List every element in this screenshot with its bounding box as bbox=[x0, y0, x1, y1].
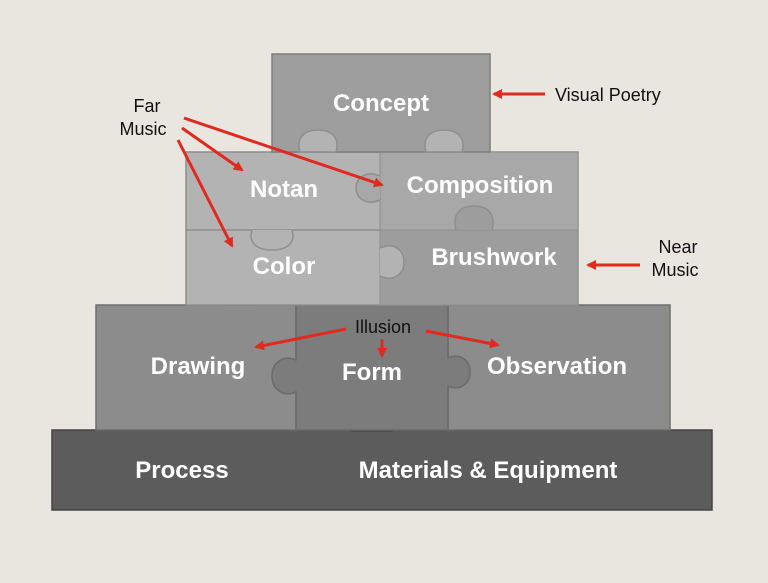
middle-tier: Drawing Form Observation bbox=[95, 283, 671, 431]
near-music-label-line1: Near bbox=[658, 237, 697, 257]
drawing-label: Drawing bbox=[151, 353, 246, 380]
color-label: Color bbox=[253, 253, 316, 280]
far-music-arrow-composition bbox=[183, 116, 384, 188]
annotations: Visual Poetry Far Music Near Music Illus… bbox=[119, 85, 699, 358]
color-brushwork-knob bbox=[379, 245, 405, 279]
brushwork-piece bbox=[379, 229, 579, 306]
concept-label: Concept bbox=[333, 90, 429, 117]
concept-knob-right bbox=[424, 129, 464, 153]
drawing-piece bbox=[95, 304, 297, 431]
brushwork-label: Brushwork bbox=[431, 244, 557, 271]
illusion-arrow-observation bbox=[425, 329, 500, 349]
far-music-label-line2: Music bbox=[119, 119, 166, 139]
top-tier: Concept bbox=[271, 53, 491, 153]
far-music-label-line1: Far bbox=[134, 96, 161, 116]
notan-color-knob bbox=[250, 229, 294, 251]
composition-label: Composition bbox=[407, 172, 554, 199]
far-music-arrow-color bbox=[176, 139, 234, 248]
visual-poetry-label: Visual Poetry bbox=[555, 85, 661, 105]
observation-label: Observation bbox=[487, 353, 627, 380]
far-music-arrow-notan bbox=[181, 126, 244, 172]
form-piece bbox=[271, 304, 471, 431]
base-block bbox=[51, 429, 713, 511]
form-label: Form bbox=[342, 359, 402, 386]
upper-tier: Notan Composition Color Brushwork bbox=[185, 151, 579, 306]
illusion-label: Illusion bbox=[355, 317, 411, 337]
composition-brushwork-knob bbox=[454, 205, 494, 231]
illusion-arrow-drawing bbox=[254, 327, 347, 351]
materials-label: Materials & Equipment bbox=[359, 457, 618, 484]
notan-label: Notan bbox=[250, 176, 318, 203]
concept-knob-left bbox=[298, 129, 338, 153]
observation-piece bbox=[447, 304, 671, 431]
process-label: Process bbox=[135, 457, 228, 484]
near-music-label-line2: Music bbox=[651, 260, 698, 280]
